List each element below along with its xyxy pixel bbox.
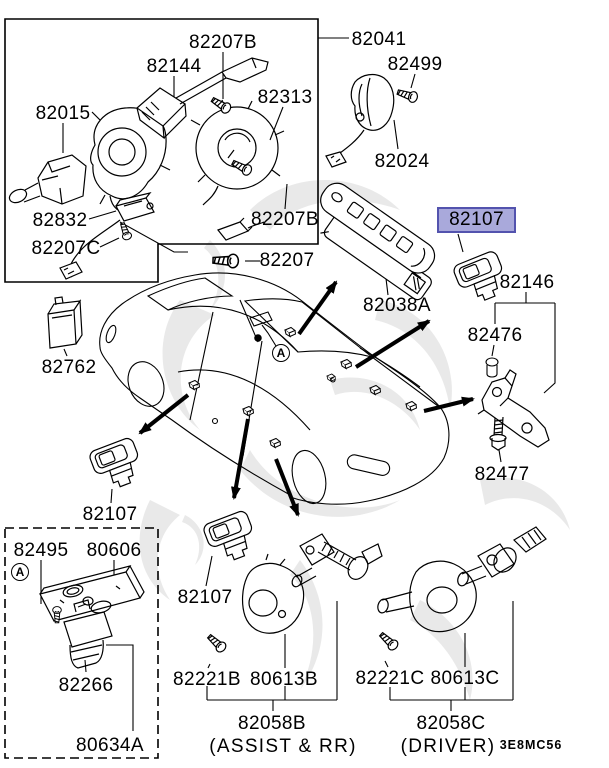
part-label-82499: 82499 [387,54,443,75]
switch-82107-left-drawing [87,435,147,494]
selected-part-number: 82107 [449,209,504,230]
leader-lines [40,37,556,731]
pointer-arrows [138,280,475,517]
part-label-82058c: 82058C [416,713,486,734]
screw-82499 [395,86,420,105]
caption-assist-rr: (ASSIST & RR) [209,736,357,757]
part-label-82207c: 82207C [31,238,101,259]
arrow-to-82146 [423,396,475,413]
dashed-assembly-box [4,527,159,759]
part-label-82144: 82144 [146,56,202,77]
part-label-82221c: 82221C [355,668,425,689]
arrow-to-82038a [297,280,338,336]
part-label-82207b-top: 82207B [189,32,257,53]
part-82476-drawing [485,357,499,378]
part-label-82207b-bot: 82207B [251,209,319,230]
arrow-to-82107-mid [230,418,250,500]
part-label-82015: 82015 [35,103,91,124]
part-label-82107-left: 82107 [82,504,138,525]
arrow-to-82107-selected [354,319,431,369]
part-label-82058b: 82058B [238,713,306,734]
part-label-82832: 82832 [32,210,88,231]
part-label-80606: 80606 [86,540,142,561]
part-82313-drawing [190,99,285,206]
switch-82107-mid-drawing [201,508,261,567]
part-label-82477: 82477 [474,464,530,485]
part-82146-drawing [477,369,550,448]
part-label-82221b: 82221B [173,669,241,690]
part-82038a-drawing [320,182,436,301]
part-label-80613b: 80613B [250,669,318,690]
part-label-80613c: 80613C [430,668,500,689]
part-label-80634a: 80634A [76,735,144,756]
part-label-82266: 82266 [58,675,114,696]
part-80613c-boot-drawing [377,560,477,633]
part-label-82107-mid: 82107 [177,587,233,608]
screw-82207c [117,221,134,242]
part-label-82495: 82495 [13,540,69,561]
part-label-82476: 82476 [467,325,523,346]
part-82832-drawing [59,192,155,280]
part-label-82207: 82207 [259,250,315,271]
sheet-code: 3E8MC56 [499,738,563,752]
part-label-82041: 82041 [351,29,407,50]
screw-82221b [204,631,229,655]
part-82015-drawing [8,154,87,205]
screw-82221c [376,629,401,653]
harness-connector-drawing [217,217,265,241]
part-label-82107-selected[interactable]: 82107 [437,207,516,233]
view-marker-a-car: A [272,344,290,362]
arrow-to-assist-assembly [274,458,300,517]
car-drawing [99,272,450,505]
column-parts-box [4,18,319,283]
screw-82207b-top [208,94,234,116]
part-82762-drawing [47,296,83,349]
part-80606-drawing [39,565,145,622]
part-80613b-boot-drawing [241,553,305,634]
part-82144-drawing [136,57,269,140]
view-marker-a-box: A [11,563,29,581]
part-label-82038a: 82038A [363,295,431,316]
part-82477-drawing [489,416,507,451]
part-label-82762: 82762 [41,357,97,378]
part-label-82313: 82313 [257,87,313,108]
part-80613b-cylinder-drawing [291,533,383,588]
part-80613c-cylinder-drawing [457,526,547,587]
part-82024-drawing [325,73,395,168]
part-label-82146: 82146 [499,272,555,293]
caption-driver: (DRIVER) [400,736,496,757]
part-82266-drawing [63,599,113,669]
part-label-82024: 82024 [374,151,430,172]
